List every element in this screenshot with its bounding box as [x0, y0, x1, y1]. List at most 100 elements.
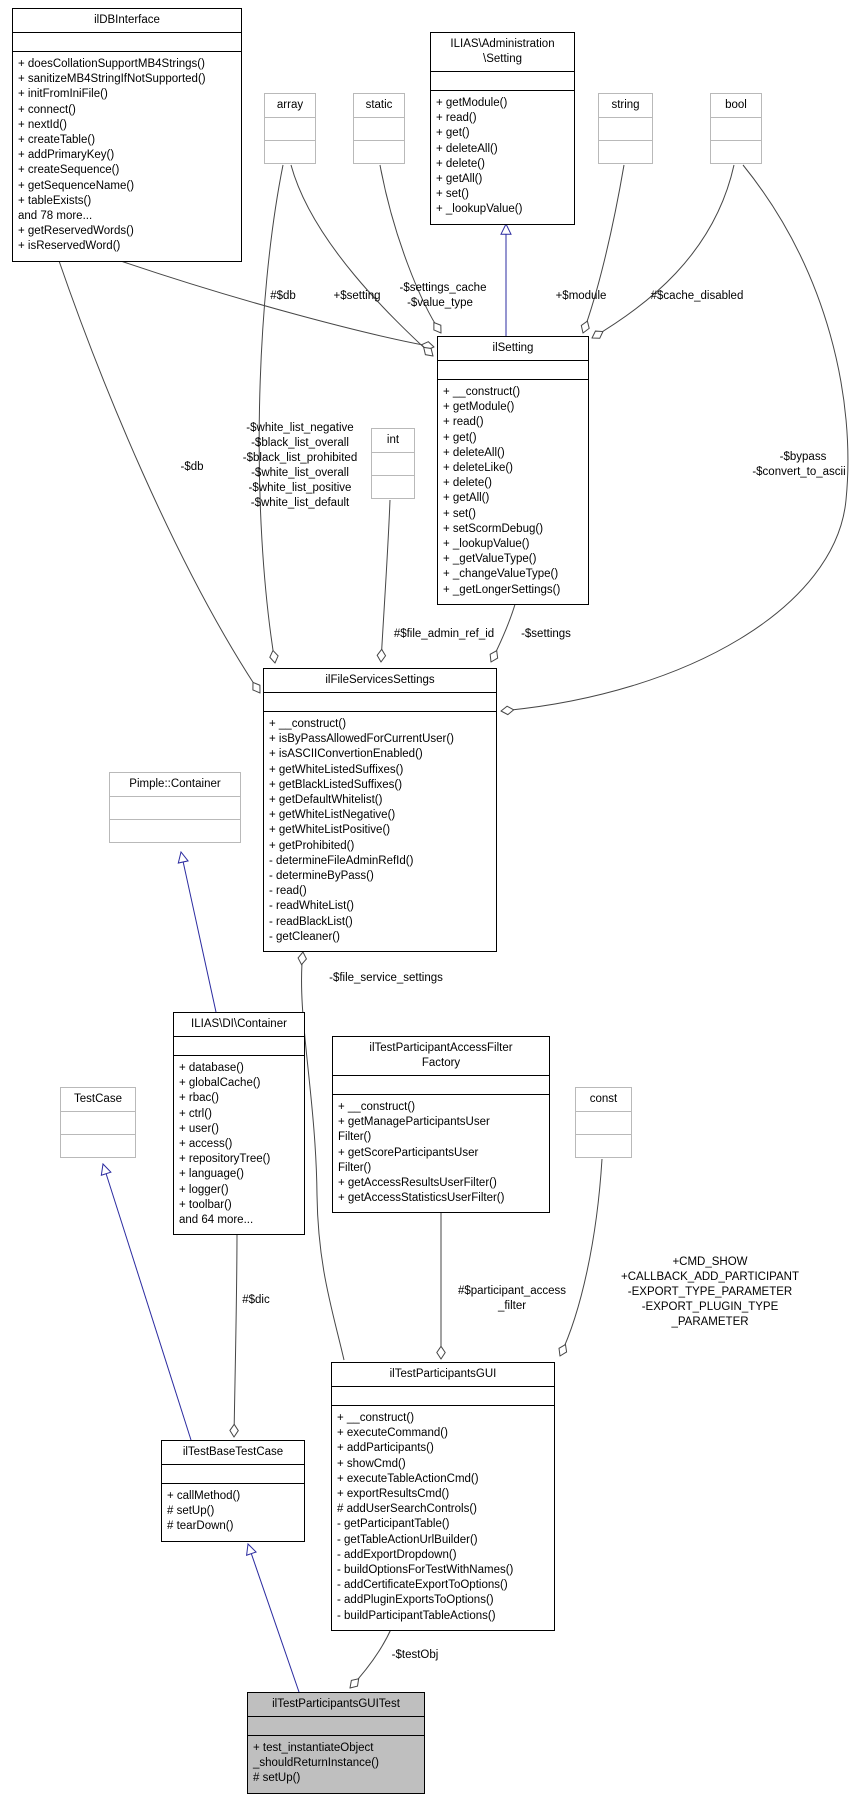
method-line: + delete() [436, 157, 485, 170]
class-box-string: string [598, 93, 653, 164]
class-title-ildbinterface: ilDBInterface [13, 9, 241, 33]
method-line: + tableExists() [18, 194, 92, 207]
method-line: + exportResultsCmd() [337, 1488, 450, 1501]
class-title-pimple: Pimple::Container [110, 773, 240, 797]
method-line: + read() [436, 112, 477, 125]
edge-dicontainer-inherits-pimple [181, 852, 217, 1013]
method-line: + get() [443, 431, 477, 444]
method-line: - readWhiteList() [269, 900, 354, 913]
class-box-dic[interactable]: ILIAS\DI\Container+ database()+ globalCa… [173, 1012, 305, 1236]
method-line: + nextId() [18, 118, 67, 131]
class-title-array: array [265, 94, 315, 118]
attrs-cell [372, 453, 414, 476]
method-line: + getModule() [436, 97, 508, 109]
method-line: + getAccessResultsUserFilter() [338, 1177, 497, 1190]
class-box-basetc[interactable]: ilTestBaseTestCase+ callMethod()# setUp(… [161, 1440, 305, 1542]
class-title-gui: ilTestParticipantsGUI [332, 1363, 554, 1387]
attrs-section [431, 72, 574, 91]
method-line: + isByPassAllowedForCurrentUser() [269, 733, 455, 746]
method-line: + isASCIIConvertionEnabled() [269, 748, 423, 761]
methods-section: + __construct()+ executeCommand()+ addPa… [332, 1406, 554, 1630]
method-line: + getManageParticipantsUser [338, 1116, 490, 1129]
method-line: + set() [443, 507, 476, 520]
class-box-guitest[interactable]: ilTestParticipantsGUITest+ test_instanti… [247, 1692, 425, 1794]
methods-section: + getModule() + read() + get() + deleteAll(… [431, 91, 574, 224]
edge-label-c5: _PARAMETER [671, 1316, 749, 1328]
class-box-gui[interactable]: ilTestParticipantsGUI + __construct()+ ex… [331, 1362, 555, 1631]
edge-label-dic_member: #$dic [242, 1294, 270, 1306]
attrs-section [264, 693, 496, 712]
method-line: + sanitizeMB4StringIfNotSupported() [18, 73, 206, 86]
methods-cell [265, 141, 315, 163]
class-title-int: int [372, 429, 414, 453]
edge-label-wl1: -$white_list_negative [246, 422, 354, 434]
class-box-fss[interactable]: ilFileServicesSettings+ __construct()+ i… [263, 668, 497, 953]
methods-cell [599, 141, 652, 163]
attrs-cell [576, 1112, 631, 1135]
method-line: Filter() [338, 1131, 372, 1144]
attrs-section [332, 1387, 554, 1406]
methods-section: + __construct()+ getManageParticipantsUs… [333, 1095, 549, 1212]
methods-cell [110, 820, 240, 842]
method-line: + _getValueType() [443, 553, 537, 566]
class-box-static: static [353, 93, 405, 164]
method-line: - getTableActionUrlBuilder() [337, 1533, 478, 1546]
edge-label-c3: -EXPORT_TYPE_PARAMETER [627, 1286, 793, 1298]
class-title-const: const [576, 1088, 631, 1112]
method-line: + deleteAll() [436, 142, 498, 155]
edge-label-test_obj: -$testObj [391, 1649, 439, 1661]
method-line: - buildParticipantTableActions() [337, 1609, 496, 1622]
methods-section: + callMethod()# setUp()# tearDown() [162, 1484, 304, 1541]
method-line: - readBlackList() [269, 915, 353, 928]
method-line: + getBlackListedSuffixes() [269, 778, 403, 791]
edge-bool-to-ilsetting [592, 164, 735, 338]
class-title-guitest: ilTestParticipantsGUITest [248, 1693, 424, 1717]
class-title-ilsetting: ilSetting [438, 337, 588, 361]
attrs-section [333, 1076, 549, 1095]
class-box-admin_setting[interactable]: ILIAS\Administration\Setting+ getModule(… [430, 32, 575, 225]
method-line: + deleteAll() [443, 446, 505, 459]
class-box-ilsetting[interactable]: ilSetting + __construct()+ getModule()+ r… [437, 336, 589, 605]
class-box-ildbinterface[interactable]: ilDBInterface + doesCollationSupportMB4St… [12, 8, 242, 262]
edge-label-module: +$module [555, 290, 607, 302]
class-title-static: static [354, 94, 404, 118]
method-line: + connect() [18, 103, 76, 116]
class-box-array: array [264, 93, 316, 164]
methods-section: + __construct()+ getModule()+ read()+ ge… [438, 380, 588, 604]
edge-participantsgui-to-guitest [350, 1626, 393, 1688]
methods-cell [354, 141, 404, 163]
edge-label-convert: -$convert_to_ascii [752, 466, 846, 478]
method-line: + globalCache() [179, 1077, 261, 1090]
method-line: + initFromIniFile() [18, 88, 108, 101]
edge-ildbinterface-to-ilsetting [111, 257, 434, 347]
method-line: + language() [179, 1168, 244, 1181]
method-line: + doesCollationSupportMB4Strings() [18, 58, 205, 70]
edge-label-db_fss: -$db [180, 461, 204, 473]
method-line: + set() [436, 188, 469, 201]
method-line: + showCmd() [337, 1457, 406, 1470]
method-line: + getSequenceName() [18, 179, 135, 192]
method-line: + executeTableActionCmd() [337, 1472, 479, 1485]
method-line: + getProhibited() [269, 839, 355, 852]
edge-ildbinterface-to-filesettings [57, 257, 260, 693]
class-title-dic: ILIAS\DI\Container [174, 1013, 304, 1037]
method-line: + setScormDebug() [443, 522, 544, 535]
attrs-cell [599, 118, 652, 141]
method-line: + _getLongerSettings() [443, 583, 561, 596]
method-line: + getAccessStatisticsUserFilter() [338, 1192, 505, 1205]
method-line: + addParticipants() [337, 1442, 434, 1455]
edge-label-c4: -EXPORT_PLUGIN_TYPE [641, 1301, 779, 1313]
class-box-bool: bool [710, 93, 762, 164]
method-line: + repositoryTree() [179, 1153, 271, 1166]
methods-cell [61, 1135, 135, 1157]
edge-label-db_setting: #$db [270, 290, 296, 302]
method-line: - buildOptionsForTestWithNames() [337, 1564, 514, 1577]
method-line: - getParticipantTable() [337, 1518, 450, 1531]
method-line: - addPluginExportsToOptions() [337, 1594, 494, 1607]
method-line: + ctrl() [179, 1107, 212, 1120]
method-line: + getAll() [443, 492, 490, 505]
method-line: + get() [436, 127, 470, 140]
method-line: _shouldReturnInstance() [253, 1757, 379, 1770]
method-line: + __construct() [269, 718, 347, 730]
